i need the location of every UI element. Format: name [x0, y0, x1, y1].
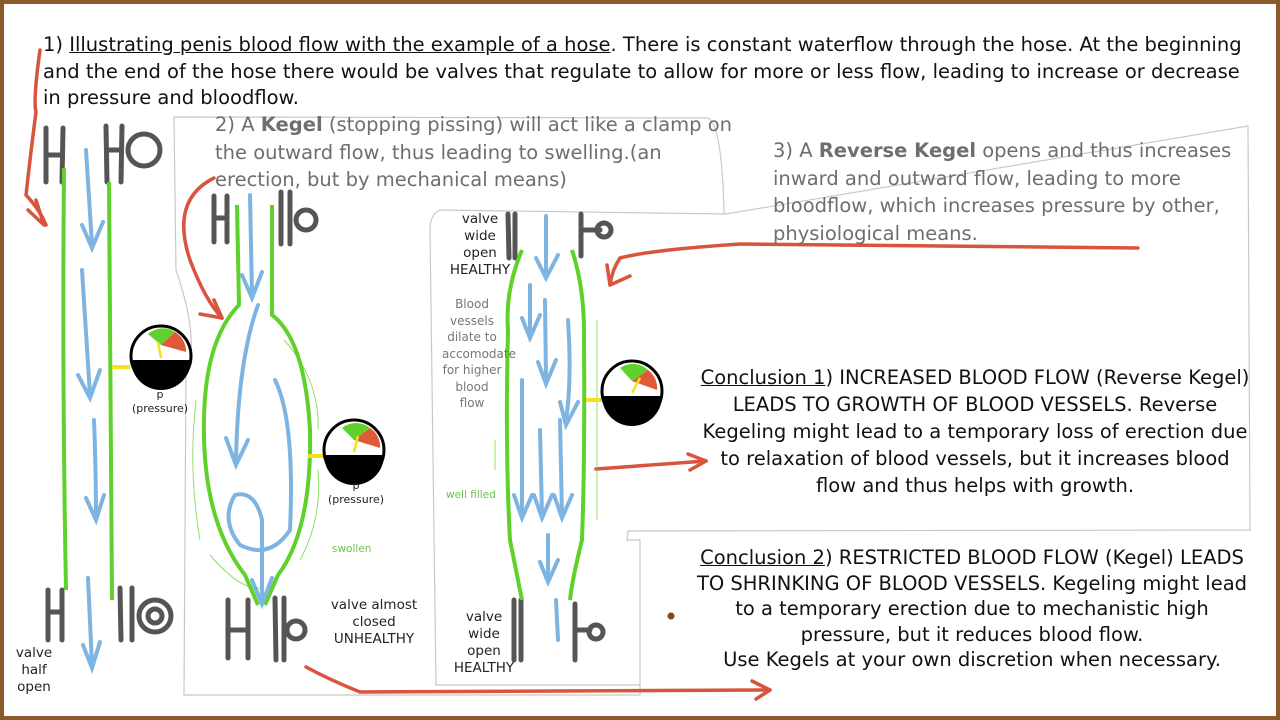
hose2: [192, 189, 320, 663]
swollen-label: swollen: [332, 543, 372, 555]
hose3-box: [429, 209, 640, 686]
hose1: [43, 123, 174, 675]
note2-box: [173, 116, 1251, 696]
gauge-1-label: p(pressure): [131, 388, 189, 415]
intro-text: 1) Illustrating penis blood flow with th…: [43, 33, 1242, 109]
conclusion-2-advice: Use Kegels at your own discretion when n…: [723, 648, 1221, 671]
hose3-bottom-valve-label: valve wide open HEALTHY: [453, 609, 515, 676]
gauge-1: [112, 324, 193, 390]
gauge-2: [308, 418, 386, 485]
dilate-label: Blood vessels dilate to accomodate for h…: [442, 297, 516, 410]
intro-title: Illustrating penis blood flow with the e…: [69, 33, 611, 56]
conclusion-2: Conclusion 2) RESTRICTED BLOOD FLOW (Keg…: [696, 546, 1248, 671]
well-filled-label: well filled: [446, 489, 496, 501]
note3-box: [439, 209, 727, 215]
red-arrows: [24, 48, 1140, 701]
reverse-kegel-note: 3) A Reverse Kegel opens and thus increa…: [773, 139, 1232, 245]
gauge-3: [586, 359, 664, 426]
gauge-2-label: p(pressure): [327, 479, 385, 506]
hose2-valve-label: valve almost closed UNHEALTHY: [330, 597, 418, 647]
hose1-valve-label: valve half open: [15, 645, 53, 695]
hose3: [494, 211, 614, 663]
hose3-top-valve-label: valve wide open HEALTHY: [449, 211, 511, 278]
conclusion-1: Conclusion 1) INCREASED BLOOD FLOW (Reve…: [700, 366, 1250, 497]
dot: [667, 612, 675, 620]
kegel-note: 2) A Kegel (stopping pissing) will act l…: [215, 113, 733, 191]
